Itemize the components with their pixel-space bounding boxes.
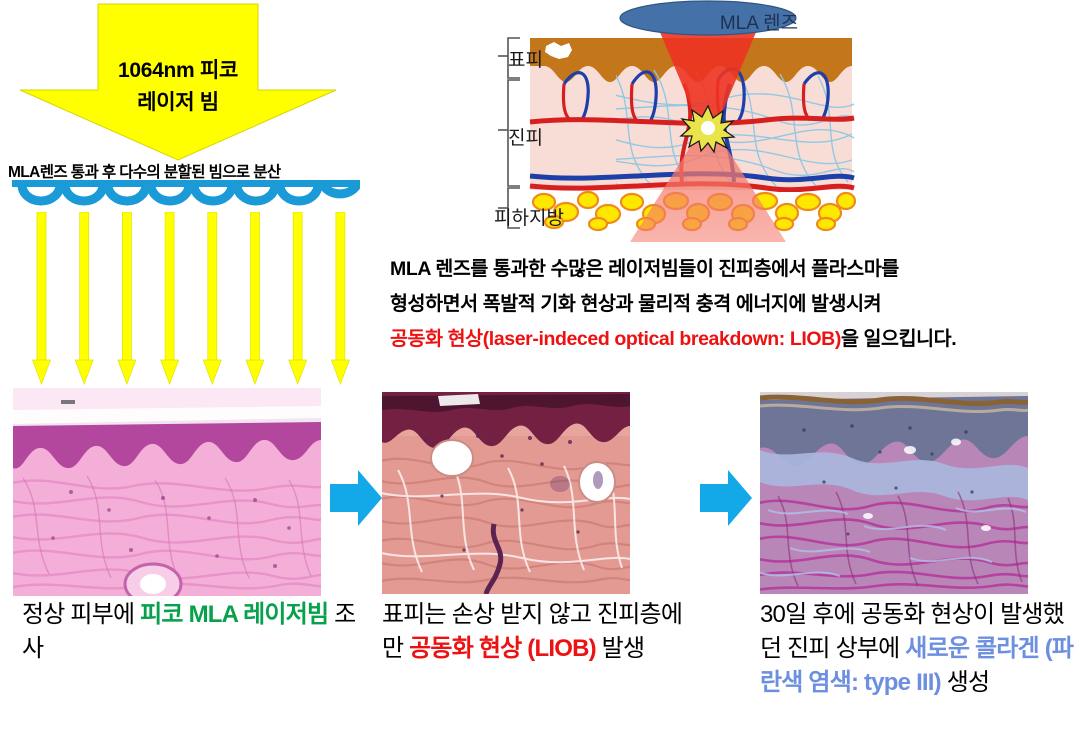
- caption-1-seg-3: 조사: [22, 601, 356, 662]
- caption-panel-2: 표피는 손상 받지 않고 진피층에만 공동화 현상 (LIOB) 발생: [382, 598, 702, 666]
- laser-beam-arrow: [19, 3, 337, 161]
- paragraph-line-2: 형성하면서 폭발적 기화 현상과 물리적 충격 에너지에 발생시켜: [390, 293, 882, 315]
- caption-3-seg-1: 30일 후에 공동화 현상이 발생했던 진피 상부에: [760, 601, 1065, 662]
- explanatory-paragraph: MLA 렌즈를 통과한 수많은 레이저빔들이 진피층에서 플라스마를 형성하면서…: [390, 252, 1080, 357]
- split-beam-rays: [31, 212, 350, 385]
- histology-image-normal-skin: [13, 388, 321, 596]
- paragraph-line-3-tail: 을 일으킵니다.: [840, 328, 957, 350]
- caption-panel-3: 30일 후에 공동화 현상이 발생했던 진피 상부에 새로운 콜라겐 (파란색 …: [760, 598, 1080, 700]
- skin-label-dermis: 진피: [508, 128, 543, 149]
- liob-term-highlight: 공동화 현상(laser-indeced optical breakdown: …: [390, 328, 841, 350]
- beam-title: 1064nm 피코 레이저 빔: [38, 55, 318, 119]
- paragraph-line-1: MLA 렌즈를 통과한 수많은 레이저빔들이 진피층에서 플라스마를: [390, 258, 899, 280]
- caption-3-seg-3: 생성: [940, 669, 990, 696]
- paragraph-line-3: 공동화 현상(laser-indeced optical breakdown: …: [390, 322, 1080, 357]
- histology-image-new-collagen-trichrome: [760, 392, 1028, 594]
- caption-2-seg-1: 표피는 손상 받지 않고 진피층에만: [382, 601, 683, 662]
- skin-label-subcutaneous-fat: 피하지방: [494, 208, 564, 229]
- beam-title-line2: 레이저 빔: [137, 91, 219, 114]
- caption-panel-1: 정상 피부에 피코 MLA 레이저빔 조사: [22, 598, 372, 666]
- histology-image-liob-vacuoles: [382, 392, 630, 594]
- caption-2-seg-3: 발생: [595, 635, 645, 662]
- skin-label-epidermis: 표피: [508, 50, 543, 71]
- flow-arrow-1: [330, 470, 382, 526]
- skin-cross-section-diagram: [498, 0, 857, 242]
- beam-title-line1: 1064nm 피코: [118, 59, 238, 82]
- mla-lenslet-array: [12, 180, 360, 206]
- caption-1-seg-1: 정상 피부에: [22, 601, 141, 628]
- mla-lens-caption: MLA렌즈 통과 후 다수의 분할된 빔으로 분산: [8, 164, 281, 181]
- caption-1-highlight: 피코 MLA 레이저빔: [140, 601, 329, 628]
- caption-2-highlight: 공동화 현상 (LIOB): [409, 635, 596, 662]
- flow-arrow-2: [700, 470, 752, 526]
- caption-3-highlight: 새로운 콜라겐 (파란색 염색: type III): [760, 635, 1074, 696]
